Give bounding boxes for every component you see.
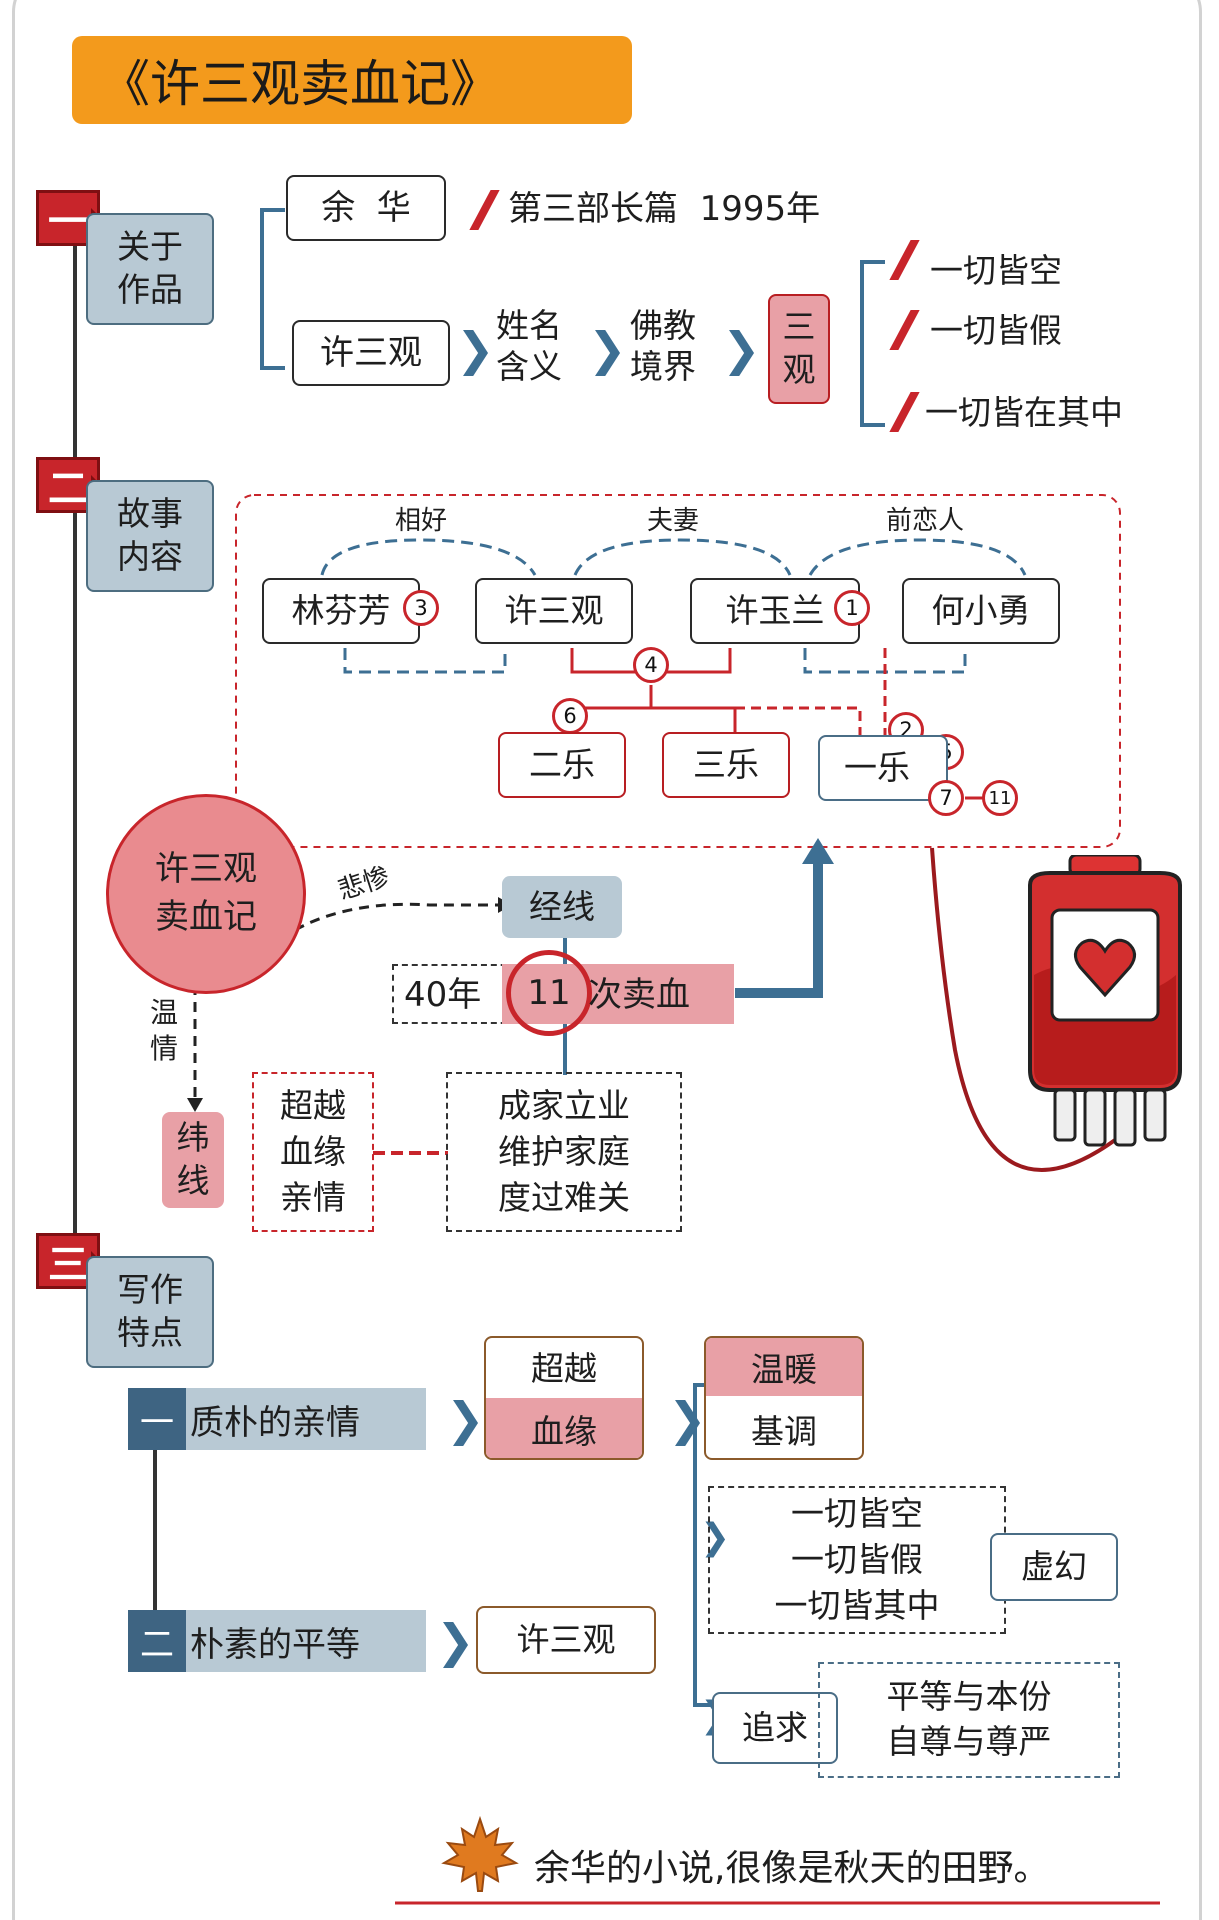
relation-label: 相好 [395,506,448,536]
beyond-blood-box: 超越 血缘 [484,1336,644,1460]
name-meaning: 姓名 含义 [496,306,562,387]
view-item: 一切皆空 [930,251,1062,290]
quote-text: 余华的小说,很像是秋天的田野。 [534,1848,1050,1889]
warm-top: 温暖 [706,1338,862,1396]
illusion-box: 虚幻 [990,1533,1118,1601]
beyond-box: 超越 血缘 亲情 [252,1072,374,1232]
chevron-right-icon: ❯ [668,1392,707,1446]
blood-bag-icon [1028,855,1182,1147]
chevron-right-icon: ❯ [722,322,761,376]
sell-label: 次卖血 [588,975,690,1015]
illusions-box: 一切皆空 一切皆假 一切皆其中 [708,1486,1006,1634]
values-box: 平等与本份 自尊与尊严 [818,1662,1120,1778]
section3-badge: 三 [36,1233,101,1289]
child-box: 三乐 [662,732,790,798]
values-text: 平等与本份 自尊与尊严 [886,1677,1052,1761]
order-marker: 6 [552,698,588,734]
page-frame [12,0,1202,1920]
view-item: 一切皆假 [930,311,1062,350]
buddhism-realm: 佛教 境界 [630,306,696,387]
relation-label: 前恋人 [886,506,965,536]
warm-tone-box: 温暖 基调 [704,1336,864,1460]
title-banner: 《许三观卖血记》 [72,36,632,124]
feature1-number: 一 [128,1388,186,1450]
count-circle: 11 [506,950,592,1036]
feature2-text: 朴素的平等 [190,1624,360,1665]
illusions-text: 一切皆空 一切皆假 一切皆其中 [774,1493,940,1626]
person-box: 许玉兰 [690,578,860,644]
weft-box: 纬 线 [162,1112,224,1208]
heart-icon [1074,938,1136,998]
section3-label: 写作 特点 [86,1256,214,1368]
center-circle: 许三观 卖血记 [106,794,306,994]
chevron-right-icon: ❯ [456,322,495,376]
child-box: 二乐 [498,732,626,798]
chevron-right-icon: ❯ [700,1517,731,1558]
order-marker: 11 [982,780,1018,816]
pursuit-box: 追求 [712,1692,838,1764]
section2-label: 故事 内容 [86,480,214,592]
author-box: 余 华 [286,175,446,241]
maple-leaf-icon [441,1815,519,1892]
three-views-box: 三 观 [768,294,830,404]
center-title: 许三观 卖血记 [155,849,257,937]
warp-box: 经线 [502,876,622,938]
person-box: 许三观 [475,578,633,644]
person-box: 林芬芳 [262,578,420,644]
chevron-right-icon: ❯ [588,322,627,376]
section1-label: 关于 作品 [86,213,214,325]
person-box: 何小勇 [902,578,1060,644]
count-value: 11 [527,973,571,1013]
character-box-2: 许三观 [476,1606,656,1674]
view-item: 一切皆在其中 [925,393,1123,432]
beyond-text: 超越 血缘 亲情 [280,1085,346,1218]
beyond-top: 超越 [531,1349,597,1388]
feature2-number: 二 [128,1610,186,1672]
child-box: 一乐 [818,735,948,801]
order-marker: 1 [834,590,870,626]
years-label: 40年 [404,975,482,1015]
order-marker: 3 [403,590,439,626]
order-marker: 4 [633,647,669,683]
purpose-box: 成家立业 维护家庭 度过难关 [446,1072,682,1232]
warm-bottom: 基调 [751,1412,817,1451]
warm-label: 温 情 [150,996,179,1066]
beyond-bottom: 血缘 [486,1398,642,1458]
chevron-right-icon: ❯ [446,1392,485,1446]
order-marker: 7 [928,780,964,816]
feature1-text: 质朴的亲情 [190,1402,360,1443]
relation-label: 夫妻 [647,506,700,536]
work-info: 第三部长篇 1995年 [508,189,821,229]
chevron-right-icon: ❯ [436,1614,475,1668]
page-title: 《许三观卖血记》 [100,55,500,113]
character-box: 许三观 [292,320,450,386]
purpose-text: 成家立业 维护家庭 度过难关 [498,1085,630,1218]
